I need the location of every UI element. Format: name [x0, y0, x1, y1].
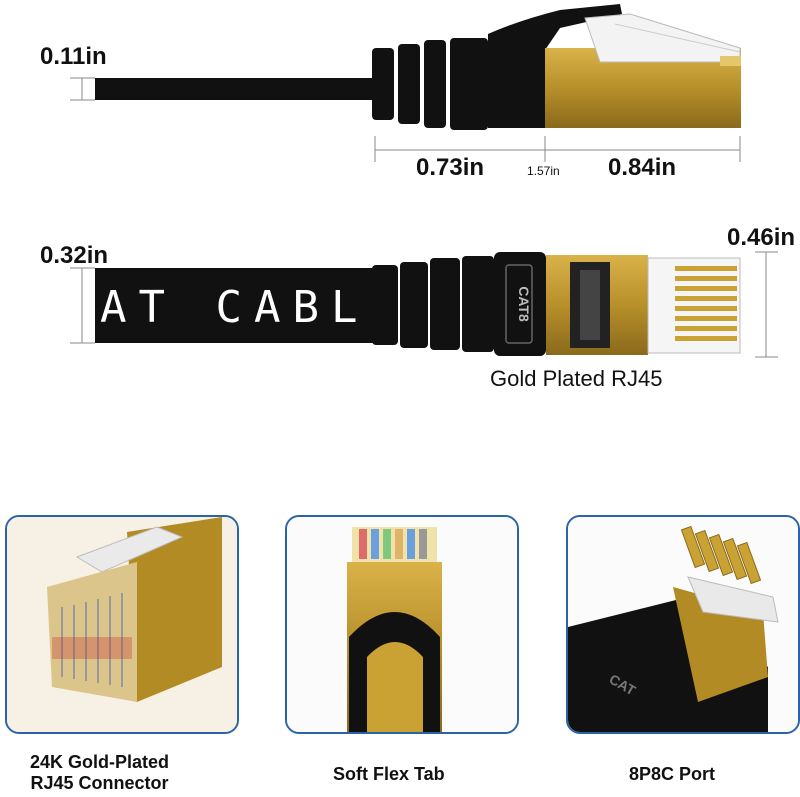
- panel-label-line1: 24K Gold-Plated: [30, 752, 170, 772]
- width-marker: [70, 267, 95, 344]
- plug-width-marker: [755, 251, 778, 358]
- panel-soft-flex-tab: [285, 515, 519, 734]
- panel-gold-connector: [5, 515, 239, 734]
- panel-8p8c-port: CAT: [566, 515, 800, 734]
- cable-top-view: AT CABLE CAT8: [95, 252, 741, 356]
- thickness-label: 0.11in: [40, 43, 107, 70]
- cable-side-view: [95, 4, 741, 130]
- plug-width-label: 0.46in: [727, 224, 796, 251]
- flex-tab-image: [287, 517, 517, 732]
- total-length-label: 1.57in: [527, 164, 560, 178]
- cable-print-text: AT CABLE: [100, 282, 408, 333]
- port-image: CAT: [568, 517, 798, 732]
- width-label: 0.32in: [40, 242, 109, 269]
- length-marker: [374, 136, 741, 162]
- thickness-marker: [70, 77, 95, 101]
- panel-label-port: 8P8C Port: [629, 764, 716, 784]
- plug-caption: Gold Plated RJ45: [490, 366, 663, 391]
- panel-label-gold-connector: 24K Gold-Plated RJ45 Connector: [30, 752, 169, 793]
- panel-label-line2: RJ45 Connector: [30, 772, 169, 793]
- gold-connector-image: [7, 517, 237, 732]
- plug-length-label: 0.84in: [608, 154, 677, 181]
- panel-label-flex-tab: Soft Flex Tab: [333, 764, 445, 784]
- plug-badge-text: CAT8: [516, 286, 532, 322]
- product-illustrations: AT CABLE CAT8: [70, 4, 778, 358]
- boot-length-label: 0.73in: [416, 154, 485, 181]
